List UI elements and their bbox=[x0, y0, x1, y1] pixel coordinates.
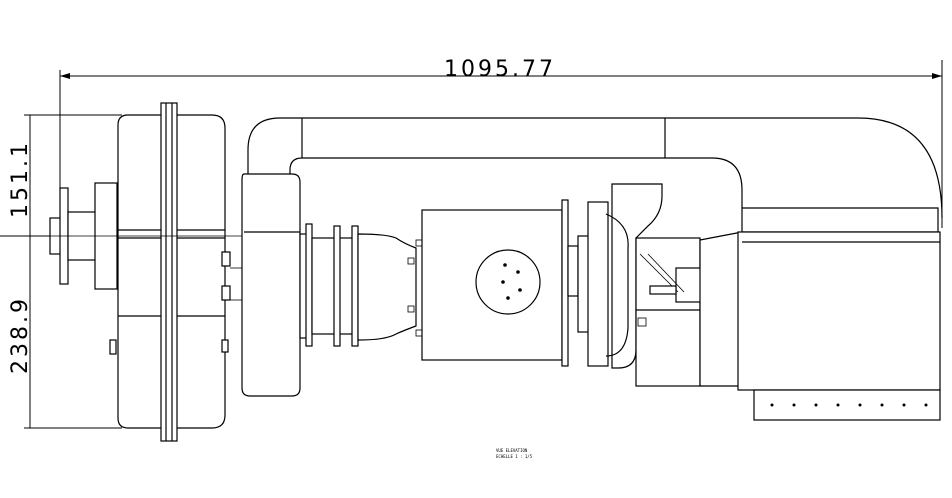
bolt-hole bbox=[516, 270, 520, 274]
upper-height-label: 151.1 bbox=[8, 140, 33, 218]
exhaust-pipe-loop bbox=[247, 117, 943, 233]
height-dimensions: 151.1 238.9 bbox=[0, 114, 122, 429]
overall-length-dimension: 1095.77 bbox=[59, 57, 943, 240]
bolt-hole bbox=[501, 280, 505, 284]
lower-height-label: 238.9 bbox=[8, 296, 33, 374]
overall-length-label: 1095.77 bbox=[444, 57, 556, 82]
nozzle-holes bbox=[770, 403, 928, 407]
caption-line-1: VUE ELEVATION bbox=[496, 448, 528, 453]
caption-line-2: ECHELLE 1 : 1/5 bbox=[496, 454, 533, 459]
bolt-hole bbox=[503, 263, 507, 267]
bolt-hole bbox=[518, 288, 522, 292]
left-motor-housing bbox=[49, 102, 242, 442]
turbine-section bbox=[567, 183, 709, 387]
drawing-caption: VUE ELEVATION ECHELLE 1 : 1/5 bbox=[496, 448, 533, 459]
exhaust-nozzle bbox=[699, 207, 941, 421]
compressor-section bbox=[299, 223, 417, 347]
intake-drum bbox=[241, 173, 301, 397]
bolt-hole bbox=[506, 296, 510, 300]
central-block bbox=[415, 199, 569, 367]
